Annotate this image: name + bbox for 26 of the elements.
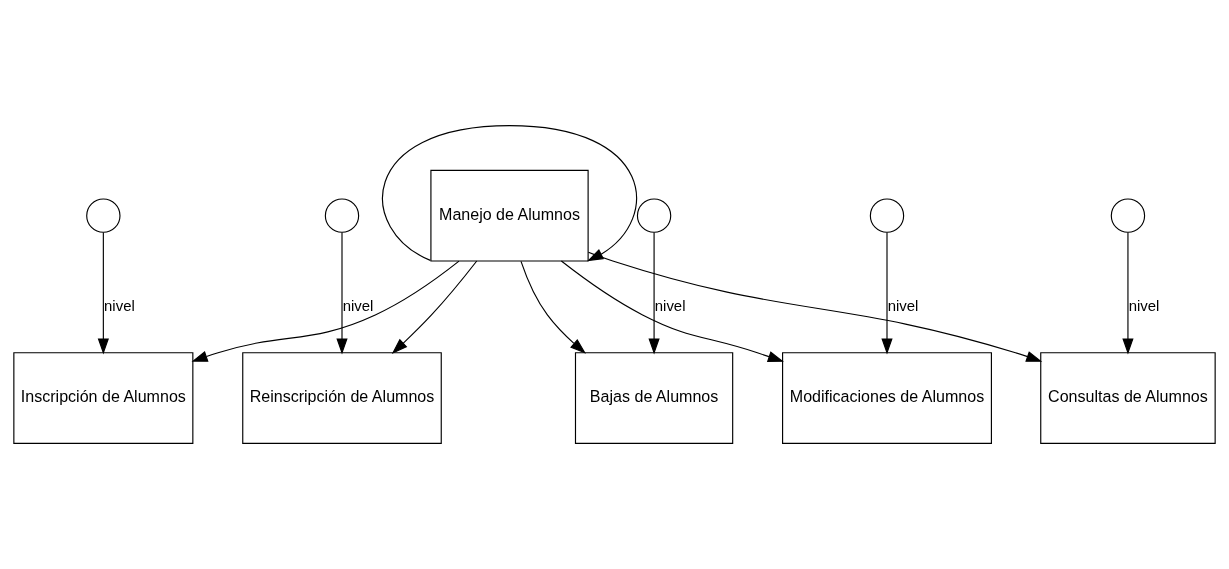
- edge-label: nivel: [342, 297, 374, 314]
- node-box: Bajas de Alumnos: [574, 352, 734, 444]
- node-circle: [86, 198, 121, 233]
- node-circle: [869, 198, 905, 233]
- node-box: Reinscripción de Alumnos: [242, 352, 442, 444]
- arrow: [648, 231, 660, 355]
- edge-label: nivel: [654, 297, 686, 314]
- node-circle: [1110, 198, 1146, 233]
- arrow: [587, 251, 1043, 362]
- node-box: Inscripción de Alumnos: [13, 352, 194, 444]
- arrow: [191, 260, 460, 362]
- edge-label: nivel: [887, 297, 919, 314]
- arrow: [881, 231, 893, 355]
- node-circle: [324, 198, 360, 233]
- edge-label: nivel: [104, 297, 135, 314]
- arrow: [560, 260, 784, 362]
- arrow: [520, 260, 586, 354]
- node-circle: [636, 198, 672, 233]
- arrow: [1122, 231, 1134, 355]
- arrow: [336, 231, 348, 355]
- node-box: Consultas de Alumnos: [1040, 352, 1216, 444]
- arrow: [97, 231, 109, 355]
- node-box: Manejo de Alumnos: [430, 169, 589, 262]
- node-box: Modificaciones de Alumnos: [782, 352, 992, 444]
- edge-label: nivel: [1128, 297, 1160, 314]
- arrow: [391, 260, 478, 354]
